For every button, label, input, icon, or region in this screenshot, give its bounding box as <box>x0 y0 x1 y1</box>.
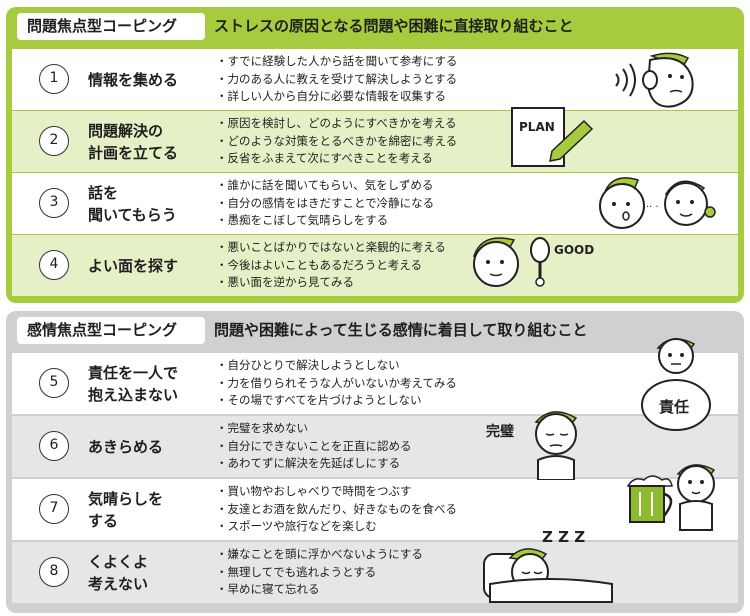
item-number: 8 <box>39 557 69 587</box>
bullet: ・原因を検討し、どのようにすべきかを考える <box>216 116 457 130</box>
bullet: ・どのような対策をとるべきかを綿密に考える <box>216 133 458 148</box>
good-label: GOOD <box>554 243 594 257</box>
item-label: 情報を集める <box>88 70 179 89</box>
item-bullets: ・自分ひとりで解決しようとしない ・力を借りられそうな人がいないか考えてみる ・… <box>216 357 457 410</box>
bullet: ・友達とお酒を飲んだり、好きなものを食べる <box>216 501 458 516</box>
bullet: ・誰かに話を聞いてもらい、気をしずめる <box>216 178 434 192</box>
sleeping-person-icon: Z Z Z <box>483 528 613 603</box>
emotion-focused-panel: 感情焦点型コーピング 問題や困難によって生じる感情に着目して取り組むこと 5 責… <box>6 311 744 613</box>
svg-text:·· ·: ·· · <box>646 202 659 213</box>
item-label: くよくよ 考えない <box>88 552 149 593</box>
coping-row-8: 8 くよくよ 考えない ・嫌なことを頭に浮かべないようにする ・無理してでも逃れ… <box>12 542 738 603</box>
item-bullets: ・誰かに話を聞いてもらい、気をしずめる ・自分の感情をはきだすことで冷静になる … <box>216 177 434 230</box>
bullet: ・早めに寝て忘れる <box>216 582 320 596</box>
item-bullets: ・買い物やおしゃべりで時間をつぶす ・友達とお酒を飲んだり、好きなものを食べる … <box>216 483 457 536</box>
problem-focused-panel: 問題焦点型コーピング ストレスの原因となる問題や困難に直接取り組むこと 1 情報… <box>6 7 744 303</box>
item-number: 1 <box>39 64 69 94</box>
bullet: ・悪い面を逆から見てみる <box>216 275 354 289</box>
bullet: ・完璧を求めない <box>216 421 308 435</box>
bullet: ・すでに経験した人から話を聞いて参考にする <box>216 54 458 68</box>
item-label: 問題解決の 計画を立てる <box>88 121 179 162</box>
bullet: ・自分ひとりで解決しようとしない <box>216 358 400 372</box>
item-bullets: ・悪いことばかりではないと楽観的に考える ・今後はよいこともあるだろうと考える … <box>216 239 446 292</box>
bullet: ・詳しい人から自分に必要な情報を収集する <box>216 89 446 103</box>
carrying-responsibility-icon: 責任 <box>641 338 711 431</box>
item-number: 3 <box>39 188 69 218</box>
bullet: ・自分の感情をはきだすことで冷静になる <box>216 195 435 210</box>
magnifier-good-icon: GOOD <box>472 237 594 287</box>
talking-people-icon: ·· · <box>599 177 716 229</box>
emotion-focused-title: 感情焦点型コーピング <box>17 317 205 344</box>
item-label: 気晴らしを する <box>88 489 164 530</box>
coping-row-6: 6 あきらめる ・完璧を求めない ・自分にできないことを正直に認める ・あわてず… <box>12 416 738 477</box>
bullet: ・反省をふまえて次にすべきことを考える <box>216 151 433 165</box>
item-bullets: ・すでに経験した人から話を聞いて参考にする ・力のある人に教えを受けて解決しよう… <box>216 53 457 106</box>
item-label: 責任を一人で 抱え込まない <box>88 363 179 404</box>
bullet: ・力を借りられそうな人がいないか考えてみる <box>216 375 457 390</box>
item-bullets: ・嫌なことを頭に浮かべないようにする ・無理してでも逃れようとする ・早めに寝て… <box>216 546 423 599</box>
bullet: ・悪いことばかりではないと楽観的に考える <box>216 240 446 254</box>
item-number: 7 <box>39 494 69 524</box>
coping-row-1: 1 情報を集める ・すでに経験した人から話を聞いて参考にする ・力のある人に教え… <box>12 49 738 110</box>
bullet: ・買い物やおしゃべりで時間をつぶす <box>216 484 412 498</box>
coping-row-7: 7 気晴らしを する ・買い物やおしゃべりで時間をつぶす ・友達とお酒を飲んだり… <box>12 479 738 540</box>
sekinin-label: 責任 <box>659 398 689 416</box>
bullet: ・嫌なことを頭に浮かべないようにする <box>216 547 423 561</box>
item-number: 4 <box>39 250 69 280</box>
coping-row-2: 2 問題解決の 計画を立てる ・原因を検討し、どのようにすべきかを考える ・どの… <box>12 111 738 172</box>
bullet: ・自分にできないことを正直に認める <box>216 438 412 453</box>
coping-row-4: 4 よい面を探す ・悪いことばかりではないと楽観的に考える ・今後はよいこともあ… <box>12 235 738 296</box>
item-bullets: ・原因を検討し、どのようにすべきかを考える ・どのような対策をとるべきかを綿密に… <box>216 115 457 168</box>
plan-note-icon: PLAN <box>511 107 594 167</box>
problem-focused-description: ストレスの原因となる問題や困難に直接取り組むこと <box>214 17 574 35</box>
item-bullets: ・完璧を求めない ・自分にできないことを正直に認める ・あわてずに解決を先延ばし… <box>216 420 412 473</box>
coping-row-5: 5 責任を一人で 抱え込まない ・自分ひとりで解決しようとしない ・力を借りられ… <box>12 353 738 414</box>
problem-focused-title: 問題焦点型コーピング <box>17 13 205 40</box>
bullet: ・今後はよいこともあるだろうと考える <box>216 257 422 272</box>
item-number: 6 <box>39 431 69 461</box>
bullet: ・あわてずに解決を先延ばしにする <box>216 456 401 470</box>
item-number: 2 <box>39 126 69 156</box>
giving-up-person-icon: 完璧 <box>486 411 578 480</box>
item-number: 5 <box>39 368 69 398</box>
beer-mug-icon <box>626 464 716 531</box>
bullet: ・スポーツや旅行などを楽しむ <box>216 519 377 533</box>
item-label: よい面を探す <box>88 256 179 275</box>
bullet: ・無理してでも逃れようとする <box>216 564 377 579</box>
item-label: 話を 聞いてもらう <box>88 183 177 224</box>
bullet: ・愚痴をこぼして気晴らしをする <box>216 213 389 227</box>
plan-label: PLAN <box>519 120 555 134</box>
bullet: ・その場ですべてを片づけようとしない <box>216 393 422 407</box>
zzz-label: Z Z Z <box>542 528 585 546</box>
bullet: ・力のある人に教えを受けて解決しようとする <box>216 71 458 86</box>
ear-listen-icon <box>615 52 694 108</box>
kanpeki-label: 完璧 <box>486 423 514 440</box>
item-label: あきらめる <box>88 437 164 456</box>
emotion-focused-description: 問題や困難によって生じる感情に着目して取り組むこと <box>214 321 588 339</box>
